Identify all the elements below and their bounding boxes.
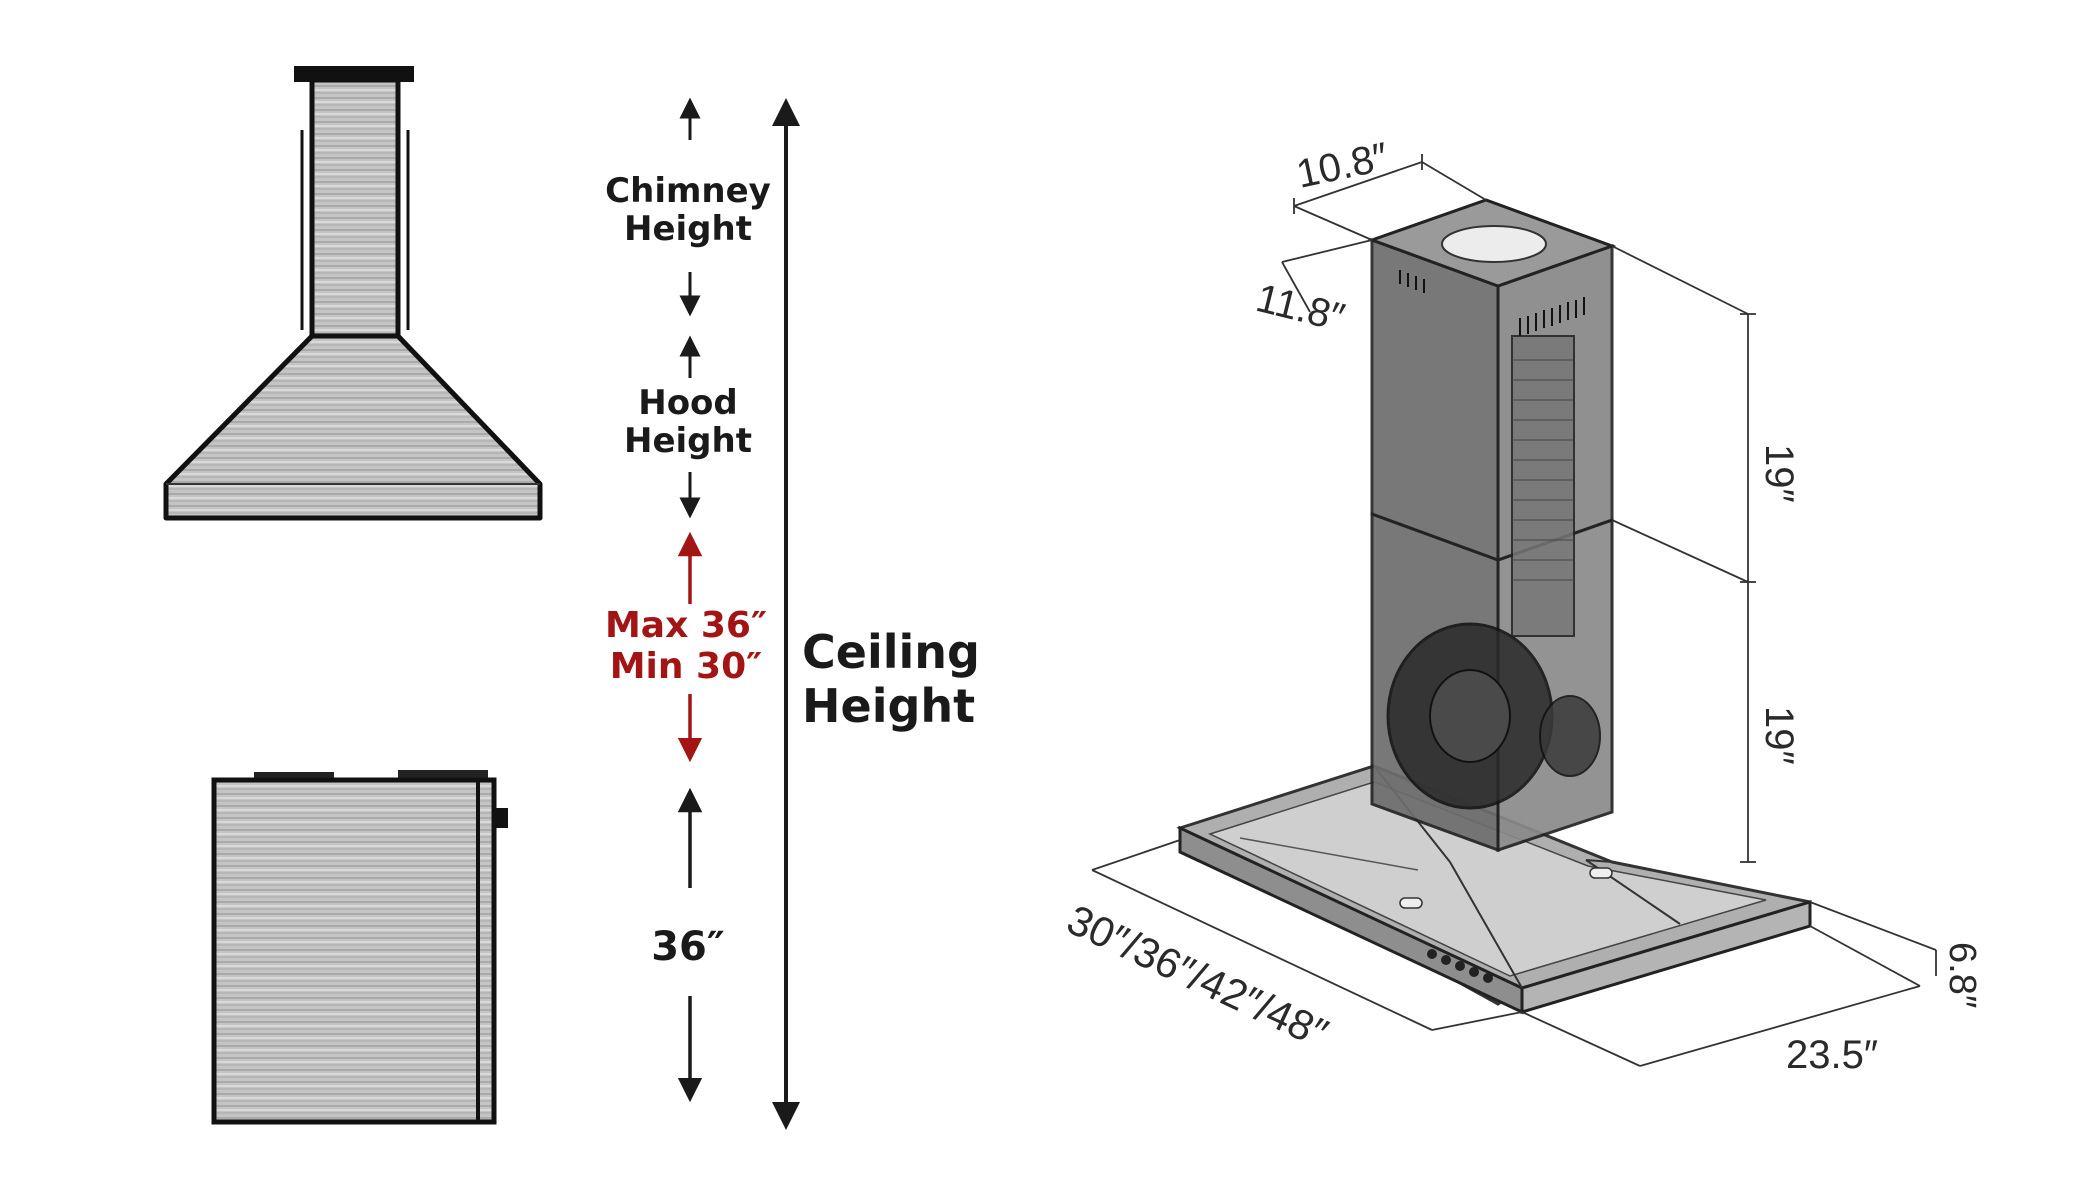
hood-depth-dim: 23.5″ [1786,1033,1878,1077]
range-knob [494,808,508,828]
hood-height-label-1: Hood [638,383,738,423]
chimney-width-dim: 10.8″ [1293,135,1392,197]
duct-pipe [1511,335,1575,637]
ceiling-height-label-2: Height [802,679,975,733]
hood-light-left [1399,897,1423,909]
upper-chimney-height-dim: 19″ [1757,444,1801,503]
duct-opening [1441,225,1547,263]
hood-height-dim: 6.8″ [1941,942,1983,1008]
hood-height-label-2: Height [624,421,752,461]
clearance-max-label: Max 36″ [605,605,767,646]
range-illustration [211,770,508,1125]
range-body [211,777,497,1125]
lower-chimney-height-dim: 19″ [1757,706,1801,765]
left-measurements: Chimney Height Hood Height Max 36″ Min 3… [605,97,980,1130]
right-dimensions [1091,154,1937,1067]
hood-illustration [163,66,543,521]
chimney-height-label-1: Chimney [605,171,771,211]
counter-height-label: 36″ [651,924,725,970]
chimney-body [309,77,401,339]
hood-light-right [1589,867,1613,879]
ceiling-height-label-1: Ceiling [802,625,980,679]
chimney-upper-front [1370,237,1500,563]
chimney-depth-dim: 11.8″ [1252,276,1349,340]
chimney-vent-slots [1399,270,1585,336]
hood-canopy-inner [1207,781,1767,977]
hood-canopy [163,333,543,521]
clearance-min-label: Min 30″ [610,646,763,687]
island-hood-3d [1176,198,1812,1015]
chimney-height-label-2: Height [624,209,752,249]
control-panel [1427,949,1493,983]
